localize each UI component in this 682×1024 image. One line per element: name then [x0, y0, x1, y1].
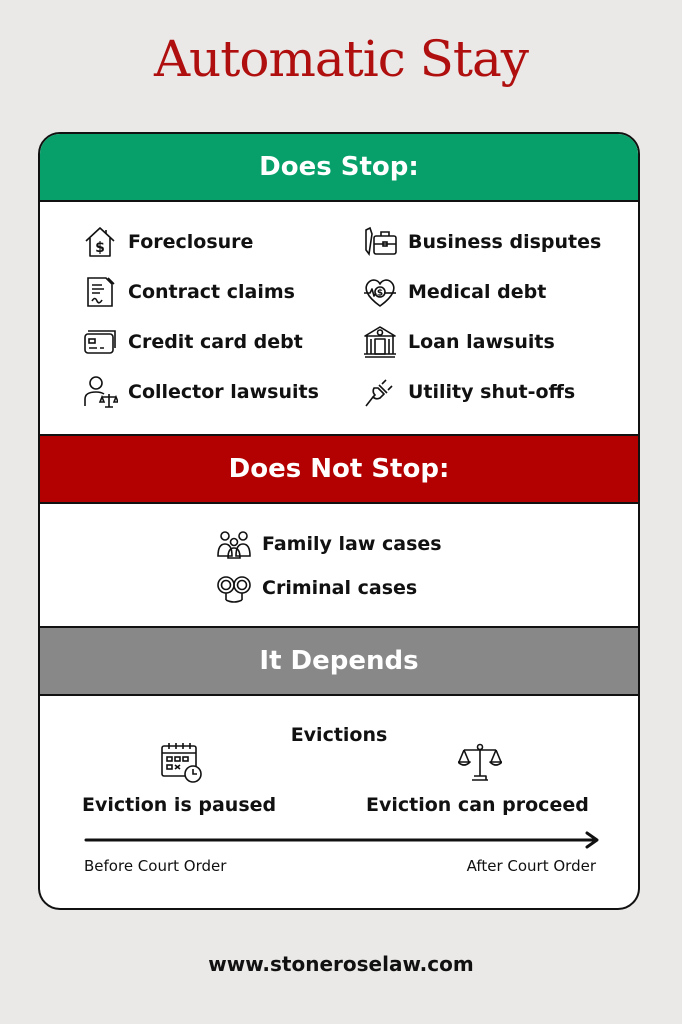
item-label: Family law cases — [262, 533, 442, 555]
list-item: Utility shut-offs — [362, 374, 575, 410]
briefcase-tie-icon — [362, 224, 398, 260]
item-label: Criminal cases — [262, 577, 418, 599]
item-label: Business disputes — [408, 231, 602, 253]
person-scales-icon — [82, 374, 118, 410]
list-item: Credit card debt — [82, 324, 303, 360]
handcuffs-icon — [216, 570, 252, 606]
item-label: Contract claims — [128, 281, 295, 303]
list-item: Business disputes — [362, 224, 601, 260]
before-court-order-label: Before Court Order — [84, 857, 227, 875]
list-item: Collector lawsuits — [82, 374, 319, 410]
list-item: Family law cases — [216, 526, 442, 562]
credit-card-icon — [82, 324, 118, 360]
bank-icon — [362, 324, 398, 360]
page-title: Automatic Stay — [153, 30, 529, 88]
scales-of-justice-icon — [458, 740, 502, 784]
item-label: Medical debt — [408, 281, 547, 303]
svg-text:$: $ — [377, 289, 383, 299]
family-icon — [216, 526, 252, 562]
item-label: Loan lawsuits — [408, 331, 555, 353]
after-court-order-label: After Court Order — [466, 857, 596, 875]
eviction-proceed-label: Eviction can proceed — [366, 794, 589, 816]
website-link[interactable]: www.stoneroselaw.com — [208, 952, 474, 976]
item-label: Utility shut-offs — [408, 381, 576, 403]
list-item: Criminal cases — [216, 570, 417, 606]
timeline-arrow — [84, 830, 600, 850]
item-label: Collector lawsuits — [128, 381, 319, 403]
it-depends-header: It Depends — [40, 626, 638, 696]
heart-dollar-icon: $ — [362, 274, 398, 310]
item-label: Foreclosure — [128, 231, 254, 253]
eviction-paused-label: Eviction is paused — [82, 794, 277, 816]
plug-icon — [362, 374, 398, 410]
list-item: Loan lawsuits — [362, 324, 555, 360]
svg-text:$: $ — [95, 240, 105, 256]
does-not-stop-header: Does Not Stop: — [40, 434, 638, 504]
item-label: Credit card debt — [128, 331, 303, 353]
list-item: $ Foreclosure — [82, 224, 253, 260]
list-item: Contract claims — [82, 274, 295, 310]
calendar-clock-icon — [160, 740, 204, 784]
list-item: $ Medical debt — [362, 274, 546, 310]
house-dollar-icon: $ — [82, 224, 118, 260]
evictions-title: Evictions — [290, 724, 388, 746]
contract-document-icon — [82, 274, 118, 310]
does-stop-header: Does Stop: — [40, 134, 638, 202]
info-card: Does Stop: $ Foreclosure Contract claims… — [38, 132, 640, 910]
